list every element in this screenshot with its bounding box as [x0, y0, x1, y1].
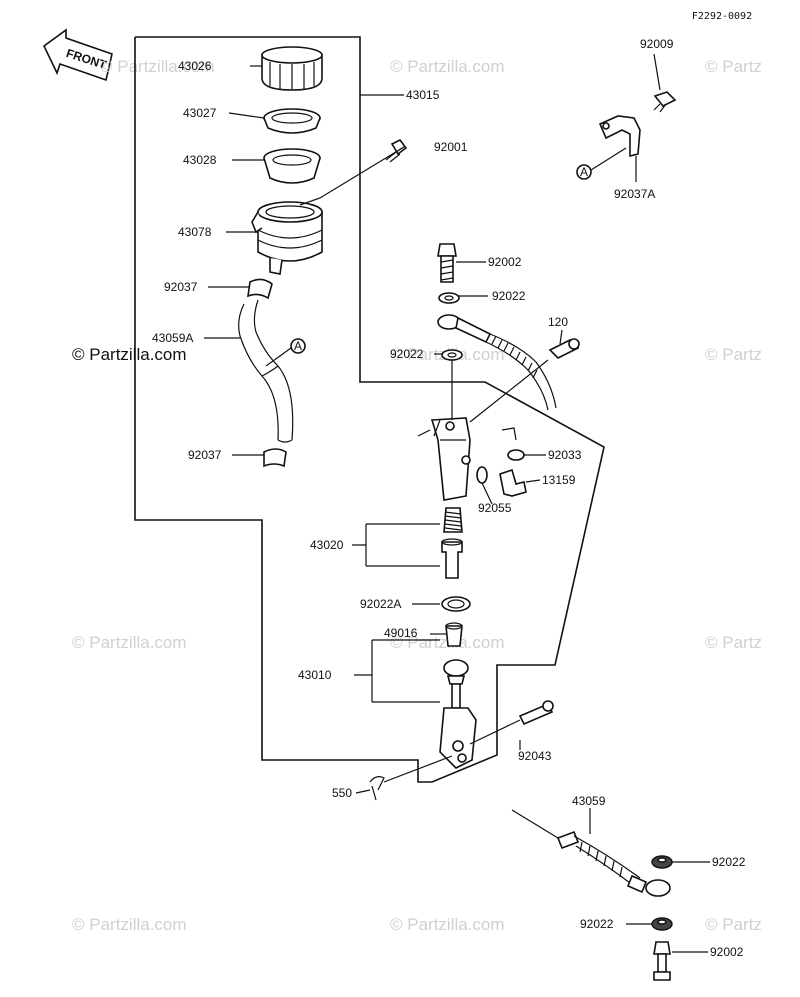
- watermark: © Partzilla.com: [390, 915, 505, 934]
- clamp-92037A: [598, 115, 641, 158]
- part-label: 92022A: [360, 597, 401, 611]
- part-label: 92002: [488, 255, 522, 269]
- watermark: © Partzilla.com: [72, 633, 187, 652]
- reservoir-cap: [261, 46, 323, 91]
- part-label: 92022: [492, 289, 526, 303]
- watermark: © Partzilla.com: [390, 57, 505, 76]
- reservoir-body: [251, 201, 323, 275]
- washer-92022-c: [651, 855, 673, 869]
- diagram-code: F2292-0092: [692, 11, 752, 22]
- part-label: 43028: [183, 153, 217, 167]
- banjo-bolt-top: [437, 243, 457, 283]
- svg-text:A: A: [294, 339, 302, 353]
- circlip-92022A: [441, 596, 471, 612]
- watermarks: © Partzilla.com © Partzilla.com © Partz …: [72, 57, 762, 934]
- front-arrow-icon: FRONT: [42, 28, 113, 82]
- assembly-boundary: [134, 36, 605, 783]
- spring-43020: [443, 507, 463, 533]
- watermark: © Partz: [705, 915, 762, 934]
- part-label: 43027: [183, 106, 217, 120]
- part-label: 92055: [478, 501, 512, 515]
- part-label: 43059: [572, 794, 606, 808]
- watermark: © Partz: [705, 345, 762, 364]
- washer-92022-a: [438, 292, 460, 304]
- reservoir-diaphragm: [263, 148, 321, 184]
- part-label: 120: [548, 315, 568, 329]
- o-ring-92055: [476, 466, 488, 484]
- pin-92043: [518, 700, 554, 726]
- svg-text:A: A: [580, 165, 588, 179]
- washer-92022-b: [441, 349, 463, 361]
- boot-49016: [445, 622, 463, 647]
- part-label: 92043: [518, 749, 552, 763]
- piston-43020: [441, 538, 463, 579]
- clamp-92009: [653, 91, 677, 113]
- cotter-pin-550: [369, 776, 385, 801]
- master-cylinder-body: [417, 417, 471, 501]
- part-label: 43078: [178, 225, 212, 239]
- watermark: © Partz: [705, 633, 762, 652]
- watermark: © Partzilla.com: [100, 57, 215, 76]
- part-label: 92022: [580, 917, 614, 931]
- part-label: 43020: [310, 538, 344, 552]
- reservoir-hose: [238, 299, 294, 443]
- part-label: 43059A: [152, 331, 193, 345]
- watermark: © Partzilla.com: [72, 915, 187, 934]
- part-label: 43010: [298, 668, 332, 682]
- brake-hose-upper: [437, 314, 557, 411]
- part-label: 92037: [188, 448, 222, 462]
- part-label: 43015: [406, 88, 440, 102]
- washer-92033: [501, 427, 525, 461]
- part-labels: 43026 43027 43028 43078 92037 43059A 920…: [152, 37, 746, 959]
- washer-92022-d: [651, 917, 673, 931]
- hose-clamp-top: [247, 278, 273, 300]
- elbow-fitting-13159: [499, 468, 527, 497]
- part-label: 92037: [164, 280, 198, 294]
- marker-A-clamp: A: [576, 147, 627, 180]
- hose-clamp-bottom: [263, 448, 287, 468]
- part-label: 13159: [542, 473, 576, 487]
- part-label: 92009: [640, 37, 674, 51]
- part-label: 43026: [178, 59, 212, 73]
- part-label: 92002: [710, 945, 744, 959]
- bolt-120: [548, 338, 580, 359]
- part-label: 92022: [712, 855, 746, 869]
- watermark: © Partz: [705, 57, 762, 76]
- push-rod-43010: [439, 659, 477, 769]
- part-label: 550: [332, 786, 352, 800]
- part-label: 92033: [548, 448, 582, 462]
- part-label: 92022: [390, 347, 424, 361]
- marker-A-hose: A: [265, 338, 306, 367]
- reservoir-plate: [263, 108, 321, 134]
- part-label: 92001: [434, 140, 468, 154]
- banjo-bolt-bottom: [653, 941, 671, 981]
- screw-92001: [385, 138, 408, 163]
- leader-lines: [204, 53, 710, 953]
- part-label: 92037A: [614, 187, 655, 201]
- brake-hose-lower: [556, 830, 671, 897]
- part-label: 49016: [384, 626, 418, 640]
- watermark-brand: © Partzilla.com: [72, 345, 187, 364]
